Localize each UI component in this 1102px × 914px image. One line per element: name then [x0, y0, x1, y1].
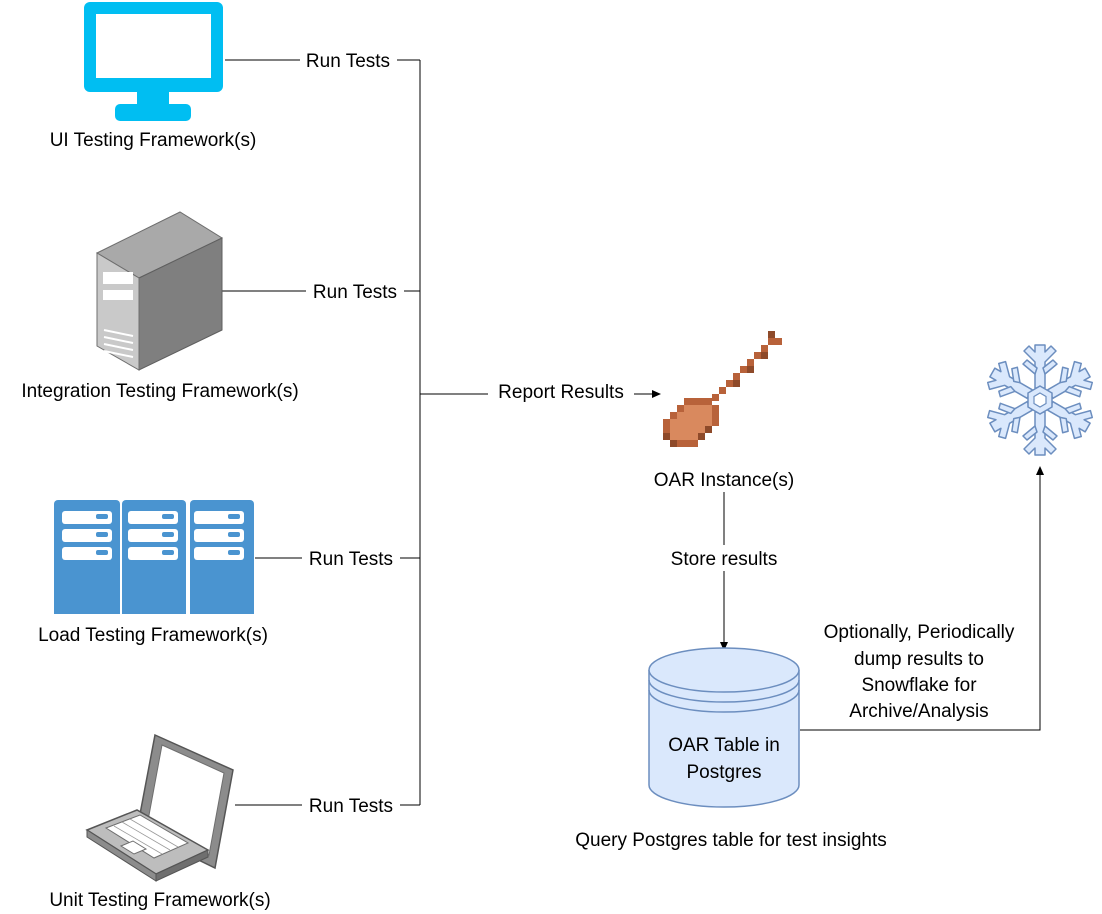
edge-label-integration-run-tests: Run Tests [313, 282, 397, 303]
edge-label-backgrounds [300, 48, 1033, 817]
oar-instance-label: OAR Instance(s) [654, 470, 794, 491]
ui-framework-label: UI Testing Framework(s) [50, 130, 257, 151]
unit-framework-label: Unit Testing Framework(s) [49, 890, 270, 911]
query-insights-note: Query Postgres table for test insights [575, 830, 887, 851]
spoon-icon [663, 331, 782, 447]
edge-label-dump-line3: Snowflake for [861, 675, 977, 696]
edge-label-store-results: Store results [671, 549, 778, 570]
snowflake-icon [983, 344, 1097, 456]
edge-label-dump-line1: Optionally, Periodically [824, 622, 1015, 643]
edge-label-unit-run-tests: Run Tests [309, 796, 393, 817]
edge-label-load-run-tests: Run Tests [309, 549, 393, 570]
edge-label-dump-line4: Archive/Analysis [849, 701, 988, 722]
monitor-icon [84, 2, 223, 121]
edge-dump-to-snowflake [800, 466, 1044, 731]
edge-label-ui-run-tests: Run Tests [306, 51, 390, 72]
laptop-icon [85, 733, 234, 882]
load-framework-label: Load Testing Framework(s) [38, 625, 268, 646]
server-rack-icon [54, 500, 254, 614]
server-tower-icon [95, 211, 224, 371]
postgres-table-label-line2: Postgres [687, 762, 762, 783]
edge-label-dump-line2: dump results to [854, 649, 984, 670]
integration-framework-label: Integration Testing Framework(s) [21, 381, 298, 402]
postgres-table-label-line1: OAR Table in [668, 735, 780, 756]
database-cylinder-icon [648, 647, 800, 808]
edge-label-report-results: Report Results [498, 382, 624, 403]
